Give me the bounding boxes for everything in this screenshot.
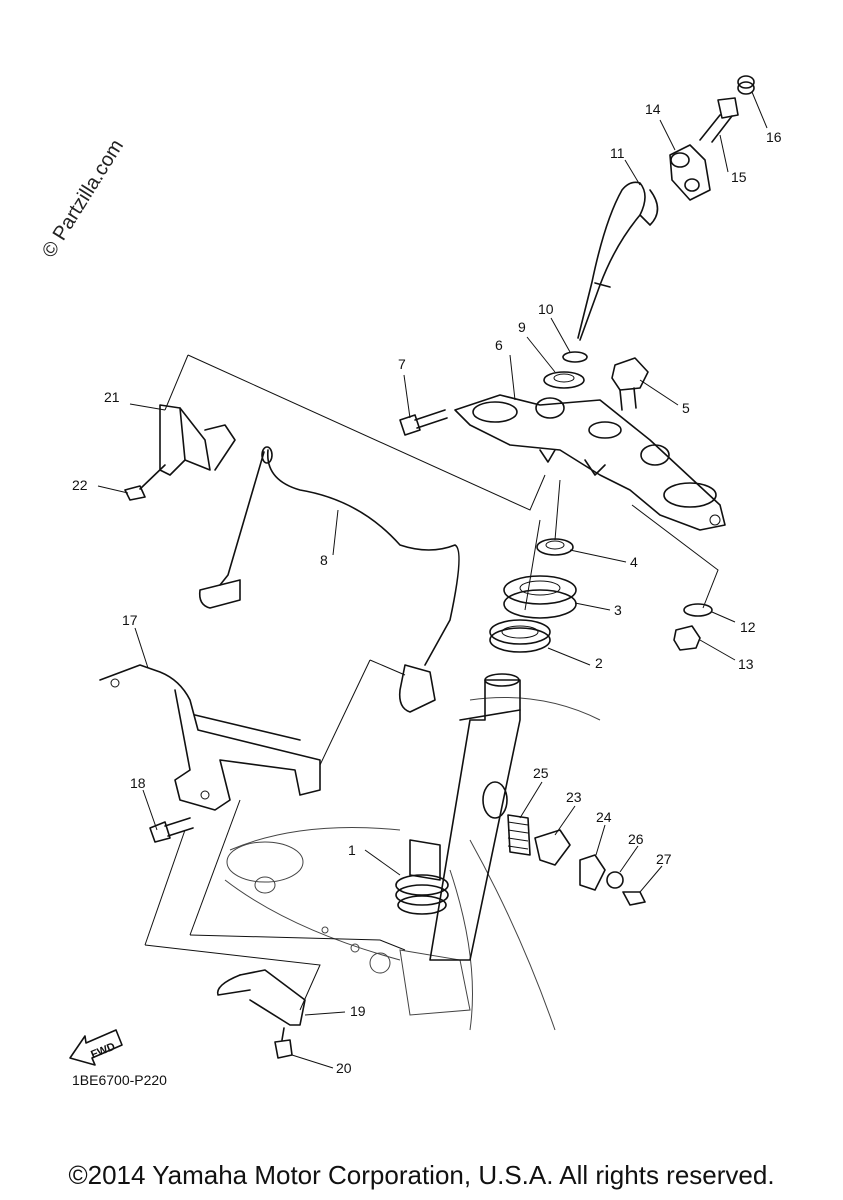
detent-parts — [507, 814, 646, 906]
callout-6: 6 — [495, 337, 503, 353]
frame-ghost-outline — [224, 697, 601, 1031]
callout-3: 3 — [614, 602, 622, 618]
bracket-21 — [124, 404, 236, 501]
callout-5: 5 — [682, 400, 690, 416]
callout-17: 17 — [122, 612, 138, 628]
callout-24: 24 — [596, 809, 612, 825]
callout-23: 23 — [566, 789, 582, 805]
callout-10: 10 — [538, 301, 554, 317]
copyright-notice: ©2014 Yamaha Motor Corporation, U.S.A. A… — [68, 1160, 775, 1190]
callout-27: 27 — [656, 851, 672, 867]
callout-14: 14 — [645, 101, 661, 117]
callout-labels: 1 2 3 4 5 6 7 8 9 10 11 12 13 14 15 16 1… — [72, 101, 782, 1076]
washer-nut-12-13 — [673, 603, 713, 651]
callout-15: 15 — [731, 169, 747, 185]
callout-2: 2 — [595, 655, 603, 671]
callout-leaders — [97, 91, 768, 1069]
handlebar-clamp — [669, 144, 711, 201]
reference-lines — [144, 354, 719, 1011]
handlebar-holder-shaft — [577, 181, 659, 341]
washers — [543, 351, 588, 389]
callout-19: 19 — [350, 1003, 366, 1019]
upper-bracket — [454, 394, 726, 531]
callout-21: 21 — [104, 389, 120, 405]
callout-8: 8 — [320, 552, 328, 568]
fwd-arrow-icon: FWD — [69, 1029, 123, 1066]
callout-13: 13 — [738, 656, 754, 672]
ring-nut — [536, 538, 574, 556]
clamp-bolt — [699, 97, 739, 143]
clamp-nut — [737, 75, 755, 95]
callout-16: 16 — [766, 129, 782, 145]
callout-26: 26 — [628, 831, 644, 847]
callout-7: 7 — [398, 356, 406, 372]
callout-22: 22 — [72, 477, 88, 493]
bracket-bolt — [611, 357, 649, 411]
stay-17 — [99, 664, 321, 811]
callout-20: 20 — [336, 1060, 352, 1076]
cable-assembly — [198, 446, 460, 713]
clamp-19 — [216, 969, 306, 1059]
bearing-race — [503, 575, 577, 619]
upper-bearing — [489, 619, 551, 653]
callout-9: 9 — [518, 319, 526, 335]
diagram-code: 1BE6700-P220 — [72, 1072, 167, 1088]
callout-11: 11 — [610, 145, 625, 161]
lower-bearing — [395, 874, 449, 915]
fwd-label: FWD — [89, 1041, 117, 1062]
callout-1: 1 — [348, 842, 356, 858]
callout-4: 4 — [630, 554, 638, 570]
callout-12: 12 — [740, 619, 756, 635]
bolt-18 — [149, 817, 194, 843]
callout-18: 18 — [130, 775, 146, 791]
side-bolt — [399, 409, 448, 436]
callout-25: 25 — [533, 765, 549, 781]
steering-stem — [409, 673, 521, 961]
